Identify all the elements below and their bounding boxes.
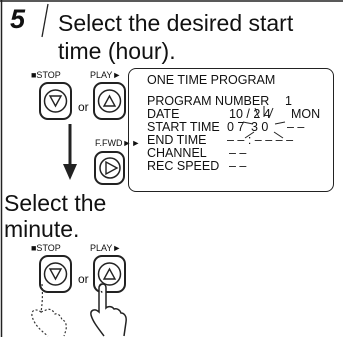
triangle-right-icon: [99, 157, 121, 179]
channel-value: – –: [229, 146, 247, 160]
triangle-up-icon: [97, 89, 122, 113]
program-number-label: PROGRAM NUMBER: [147, 94, 270, 108]
or-label: or: [78, 100, 89, 114]
stop-label: ■STOP: [31, 70, 61, 80]
play-label-2: PLAY►: [90, 243, 122, 253]
ffwd-label: F.FWD►►: [95, 138, 141, 148]
end-time-label: END TIME: [147, 133, 207, 147]
start-time-minute: 3 0: [251, 120, 269, 134]
screen-title: ONE TIME PROGRAM: [147, 73, 276, 87]
or-label-2: or: [78, 272, 89, 286]
date-label: DATE: [147, 107, 180, 121]
instruction2-line-2: minute.: [4, 216, 80, 242]
channel-label: CHANNEL: [147, 146, 207, 160]
screen-display: ONE TIME PROGRAM PROGRAM NUMBER 1 DATE 1…: [128, 68, 334, 192]
rec-speed-value: – –: [229, 159, 247, 173]
stop-down-button[interactable]: [39, 82, 72, 120]
program-number-value: 1: [285, 94, 292, 108]
triangle-up-icon: [97, 262, 122, 286]
instruction-line-1: Select the desired start: [58, 10, 294, 36]
triangle-down-icon: [43, 262, 68, 286]
blink-indicator-icon: [242, 106, 286, 139]
hand-pointing-icon: [90, 283, 127, 337]
hand-dotted-icon: [31, 283, 67, 337]
stop-label-2: ■STOP: [31, 243, 61, 253]
triangle-down-icon: [43, 89, 68, 113]
start-time-hour: 0 7: [227, 120, 245, 134]
date-value: 10 / 2 4: [229, 107, 271, 121]
stop-down-button-2[interactable]: [39, 255, 72, 293]
start-time-label: START TIME: [147, 120, 220, 134]
instruction2-line-1: Select the: [4, 190, 107, 216]
instruction-line-2: time (hour).: [58, 38, 176, 64]
play-label: PLAY►: [90, 70, 122, 80]
play-up-button[interactable]: [93, 82, 126, 120]
rec-speed-label: REC SPEED: [147, 159, 220, 173]
step-number: 5: [10, 4, 26, 34]
end-time-value: – – : – – – –: [227, 133, 294, 147]
date-day: MON: [291, 107, 321, 121]
start-time-end: – –: [287, 120, 305, 134]
ffwd-button[interactable]: [94, 151, 125, 185]
arrow-down-icon: [63, 124, 77, 180]
